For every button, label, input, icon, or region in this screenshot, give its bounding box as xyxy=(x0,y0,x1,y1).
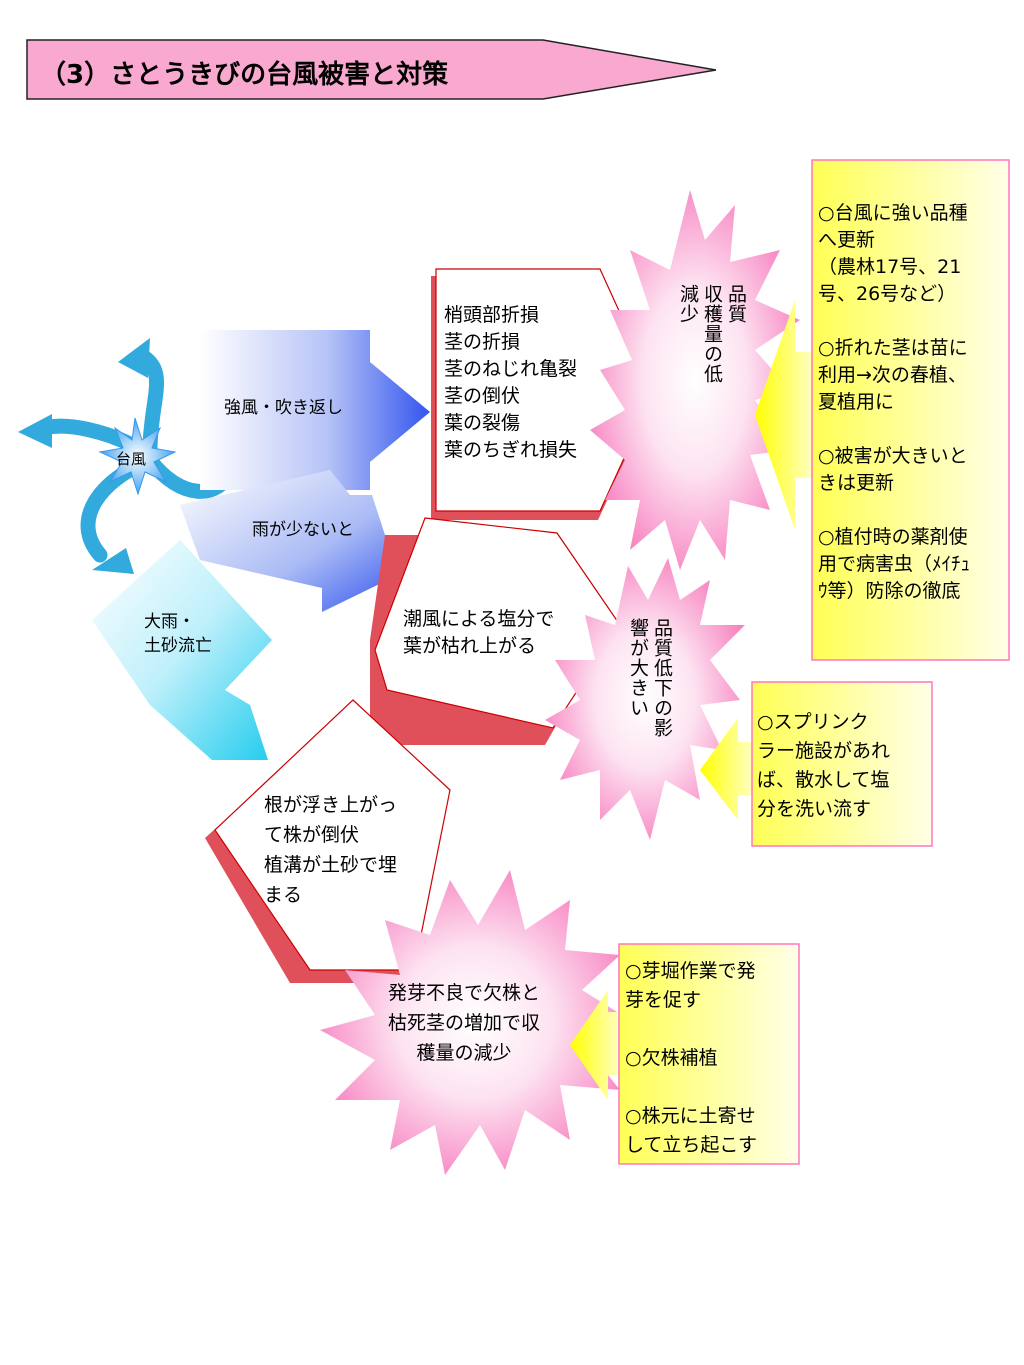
measure-arrow-2 xyxy=(700,718,755,820)
typhoon-label: 台風 xyxy=(116,450,147,468)
measure-arrow-3 xyxy=(570,990,622,1100)
measure-arrow-1 xyxy=(755,300,815,530)
damage-soil-box xyxy=(214,699,451,971)
effect-quality-impact-text: 品質低下の影 響が大きい xyxy=(627,618,673,738)
wind-arrow-label: 強風・吹き返し xyxy=(224,398,343,418)
measure-box-2 xyxy=(751,681,933,847)
burst-quality-impact xyxy=(545,558,745,840)
effect-quality-yield-text: 品質 収穫量の低 減少 xyxy=(677,284,747,384)
burst-quality-yield xyxy=(590,190,800,570)
little-rain-arrow-label: 雨が少ないと xyxy=(252,520,354,540)
measure-text-1: ○台風に強い品種 へ更新 （農林17号、21 号、26号など） ○折れた茎は苗に… xyxy=(818,202,971,602)
measure-text-3: ○芽堀作業で発 芽を促す ○欠株補植 ○株元に土寄せ して立ち起こす xyxy=(625,960,758,1156)
damage-salt-text: 潮風による塩分で 葉が枯れ上がる xyxy=(403,608,555,657)
effect-germination-text: 発芽不良で欠株と 枯死茎の増加で収 穫量の減少 xyxy=(387,982,540,1064)
measure-box-1 xyxy=(811,159,1010,661)
damage-wind-text: 梢頭部折損 茎の折損 茎のねじれ亀裂 茎の倒伏 葉の裂傷 葉のちぎれ損失 xyxy=(444,304,578,461)
burst-germination xyxy=(320,870,630,1175)
damage-soil-text: 根が浮き上がっ て株が倒伏 植溝が土砂で埋 まる xyxy=(264,794,398,906)
title-banner xyxy=(26,39,717,100)
measure-text-2: ○スプリンク ラー施設があれ ば、散水して塩 分を洗い流す xyxy=(757,711,891,820)
measure-box-3 xyxy=(618,943,800,1165)
damage-salt-box xyxy=(374,517,621,729)
heavy-rain-arrow-label: 大雨・ 土砂流亡 xyxy=(144,612,212,656)
typhoon-star-icon xyxy=(98,417,177,496)
wind-arrow xyxy=(200,330,430,490)
little-rain-arrow xyxy=(180,470,398,612)
page-title: （3）さとうきびの台風被害と対策 xyxy=(40,60,449,90)
heavy-rain-arrow xyxy=(92,540,272,760)
